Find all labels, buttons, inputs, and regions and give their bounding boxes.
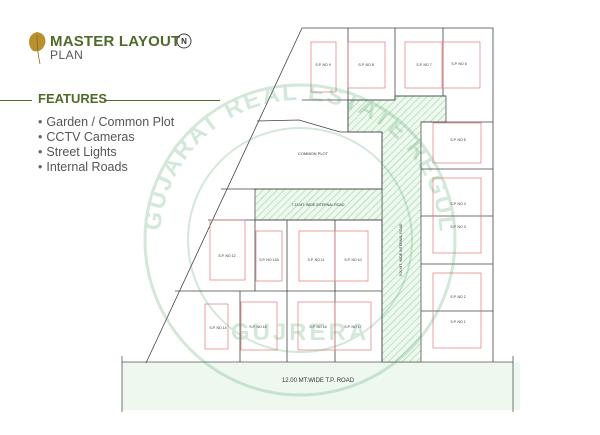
plot-5-label[interactable]: S.P. NO 5 bbox=[450, 138, 465, 142]
page-title: MASTER LAYOUT bbox=[50, 33, 181, 50]
plot-4-label[interactable]: S.P. NO 4 bbox=[450, 202, 465, 206]
common-plot-label: COMMON PLOT bbox=[298, 151, 329, 156]
main-road bbox=[122, 362, 520, 410]
plot-15-label[interactable]: S.P. NO 15 bbox=[249, 325, 266, 329]
internal-road-h-label: 7.13 MT. WIDE INTERNAL ROAD bbox=[292, 203, 345, 207]
svg-text:N: N bbox=[181, 37, 187, 46]
plot-outlines bbox=[204, 41, 482, 351]
plot-16-label[interactable]: S.P. NO 16 bbox=[309, 325, 326, 329]
feature-item: Garden / Common Plot bbox=[38, 115, 174, 130]
feature-item: CCTV Cameras bbox=[38, 130, 174, 145]
divider-left bbox=[0, 100, 32, 101]
plot-2-label[interactable]: S.P. NO 2 bbox=[450, 295, 465, 299]
plot-12a-label[interactable]: S.P. NO 12A bbox=[259, 258, 279, 262]
features-heading: FEATURES bbox=[38, 91, 108, 106]
plot-1-label[interactable]: S.P. NO 1 bbox=[450, 320, 465, 324]
divider-right bbox=[104, 100, 220, 101]
plot-17-label[interactable]: S.P. NO 17 bbox=[344, 325, 361, 329]
plot-11-label[interactable]: S.P. NO 11 bbox=[308, 258, 325, 262]
feature-item: Street Lights bbox=[38, 145, 174, 160]
plot-14-label[interactable]: S.P. NO 14 bbox=[209, 326, 226, 330]
main-road-label: 12.00 MT.WIDE T.P. ROAD bbox=[282, 378, 355, 384]
plot-9-label[interactable]: S.P. NO 9 bbox=[315, 63, 330, 67]
plot-8-label[interactable]: S.P. NO 8 bbox=[358, 63, 373, 67]
plot-6-label[interactable]: S.P. NO 6 bbox=[451, 62, 466, 66]
internal-road-horizontal bbox=[254, 188, 383, 221]
features-list: Garden / Common Plot CCTV Cameras Street… bbox=[38, 115, 174, 175]
svg-text:GUJRERA: GUJRERA bbox=[231, 319, 369, 346]
plot-12-label[interactable]: S.P. NO 12 bbox=[218, 254, 235, 258]
feature-item: Internal Roads bbox=[38, 160, 174, 175]
plot-7-label[interactable]: S.P. NO 7 bbox=[416, 63, 431, 67]
plot-10-label[interactable]: S.P. NO 10 bbox=[344, 258, 361, 262]
page-subtitle: PLAN bbox=[50, 48, 84, 62]
plot-3-label[interactable]: S.P. NO 3 bbox=[450, 225, 465, 229]
north-arrow-icon: N bbox=[175, 32, 193, 50]
internal-road-v-label: 9.00 MT. WIDE INTERNAL ROAD bbox=[399, 223, 403, 276]
leaf-logo-icon bbox=[29, 32, 46, 65]
